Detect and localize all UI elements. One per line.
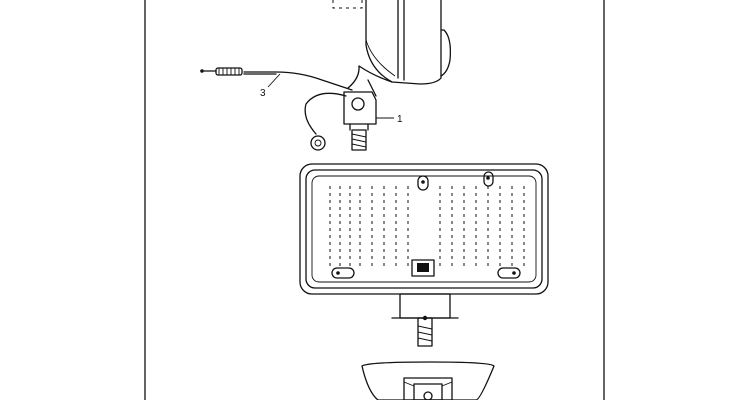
callout-label-3: 3	[260, 88, 266, 99]
mount-bracket-item-1	[343, 91, 377, 151]
callout-1: 1	[376, 114, 403, 125]
drawing-frame	[144, 0, 605, 400]
cable-assembly-item-3	[200, 67, 353, 151]
callout-3: 3	[260, 73, 281, 99]
lower-mount-front-view	[391, 293, 459, 347]
bottom-bracket-partial	[361, 361, 495, 400]
callout-label-1: 1	[397, 114, 403, 125]
lamp-housing-side-view	[332, 0, 452, 97]
lamp-front-view	[299, 163, 549, 295]
